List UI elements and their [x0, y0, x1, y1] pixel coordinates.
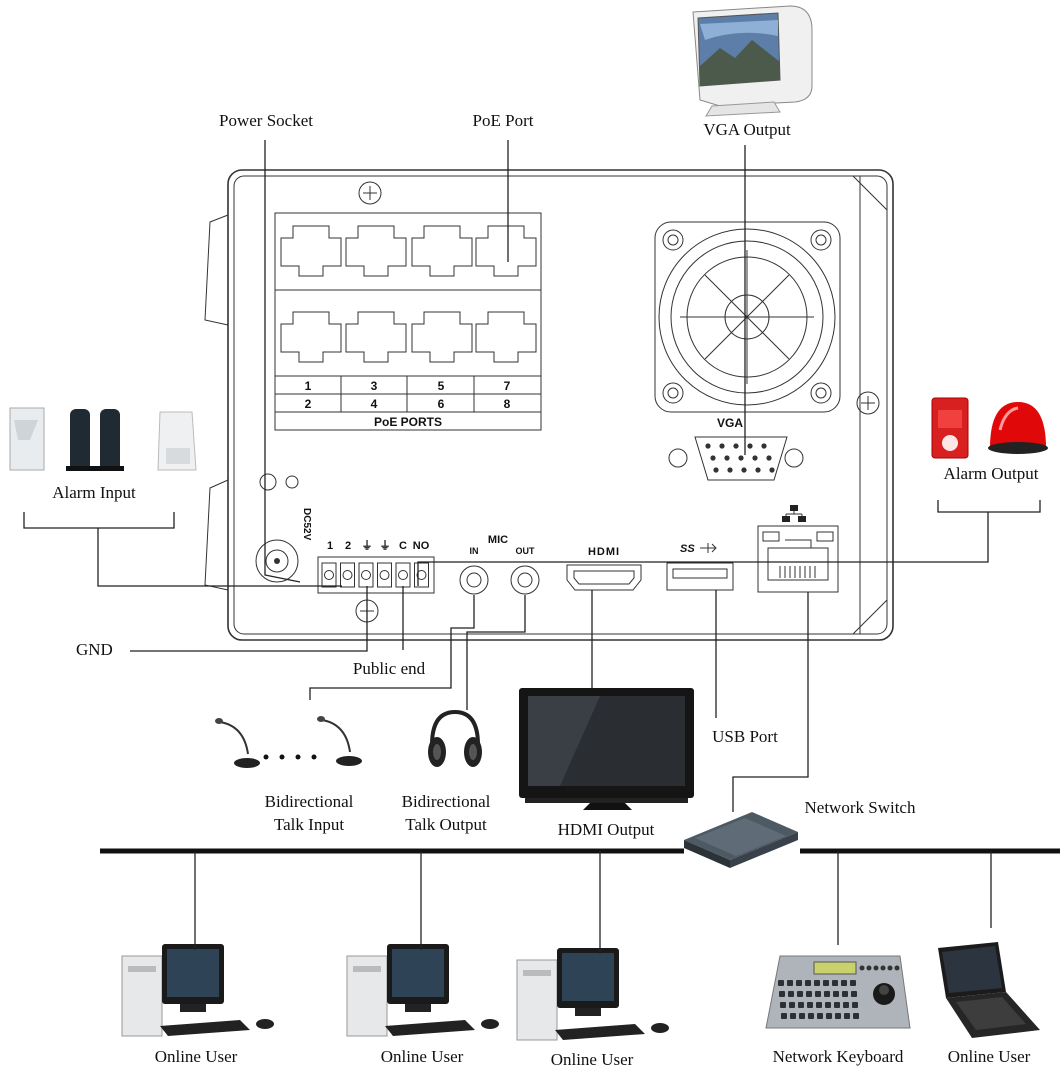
label-power-socket: Power Socket — [219, 111, 313, 130]
label-talk-input-line2: Talk Input — [274, 815, 344, 834]
label-network-switch: Network Switch — [805, 798, 916, 817]
poe-number-5: 5 — [438, 379, 445, 393]
rj45-jack-icon — [280, 225, 342, 277]
network-keyboard-icon — [765, 955, 911, 1029]
label-vga-output: VGA Output — [703, 120, 791, 139]
mic-label: MIC — [488, 534, 508, 546]
terminal-label-c: C — [399, 540, 407, 552]
connection-lines — [23, 140, 1060, 954]
poe-number-3: 3 — [371, 379, 378, 393]
label-public-end: Public end — [353, 659, 426, 678]
usb-panel-label: SS — [680, 543, 695, 555]
online-user-pc-2-icon — [346, 944, 499, 1037]
rj45-jack-icon — [345, 225, 407, 277]
vga-monitor-icon — [692, 5, 813, 117]
alarm-terminal-block: 1 2 ⏚ ⏚ C NO — [317, 539, 435, 594]
online-user-pc-1-icon — [121, 944, 274, 1037]
screw-right-icon — [856, 391, 880, 415]
network-switch-icon — [684, 812, 798, 868]
poe-number-7: 7 — [504, 379, 511, 393]
label-talk-input-line1: Bidirectional — [265, 792, 354, 811]
label-usb-port: USB Port — [712, 727, 778, 746]
poe-number-4: 4 — [371, 397, 378, 411]
online-user-pc-3-icon — [516, 948, 669, 1041]
device-rear-panel: 1 3 5 7 2 4 6 8 PoE PORTS VGA — [204, 169, 894, 641]
label-online-user-1: Online User — [155, 1047, 238, 1066]
label-online-user-2: Online User — [381, 1047, 464, 1066]
hdmi-port: HDMI — [566, 546, 642, 591]
rj45-jack-icon — [411, 311, 473, 363]
usb-port: SS — [666, 543, 734, 591]
vga-panel-label: VGA — [717, 416, 743, 430]
label-hdmi-output: HDMI Output — [558, 820, 655, 839]
terminal-label-gnd-2: ⏚ — [380, 539, 391, 552]
alarm-output-siren-icon — [931, 397, 1048, 459]
poe-number-2: 2 — [305, 397, 312, 411]
terminal-label-1: 1 — [327, 540, 333, 552]
rj45-jack-icon — [411, 225, 473, 277]
label-online-user-4: Online User — [948, 1047, 1031, 1066]
rj45-jack-icon — [475, 225, 537, 277]
headphones-output-icon — [428, 709, 482, 767]
alarm-input-sensors-icon — [9, 407, 197, 471]
label-talk-output-line2: Talk Output — [405, 815, 487, 834]
terminal-label-gnd-1: ⏚ — [362, 539, 373, 552]
label-online-user-3: Online User — [551, 1050, 634, 1069]
mic-out-label: OUT — [516, 546, 536, 556]
label-talk-output-line1: Bidirectional — [402, 792, 491, 811]
label-gnd: GND — [76, 640, 113, 659]
poe-ports-label: PoE PORTS — [374, 415, 442, 429]
mic-ports: MIC IN OUT — [459, 534, 540, 595]
poe-number-1: 1 — [305, 379, 312, 393]
poe-number-6: 6 — [438, 397, 445, 411]
rj45-jack-icon — [345, 311, 407, 363]
label-alarm-output: Alarm Output — [944, 464, 1039, 483]
callout-labels: Power Socket PoE Port VGA Output Alarm I… — [52, 111, 1039, 1069]
rj45-jack-icon — [280, 311, 342, 363]
poe-port-block: 1 3 5 7 2 4 6 8 PoE PORTS — [274, 212, 542, 431]
cooling-fan-icon — [654, 221, 841, 413]
rj45-jack-icon — [475, 311, 537, 363]
lan-port — [757, 505, 839, 593]
screw-top-icon — [358, 181, 382, 205]
label-network-keyboard: Network Keyboard — [773, 1047, 904, 1066]
vga-port: VGA — [668, 416, 804, 481]
microphone-input-icon — [215, 716, 362, 768]
terminal-label-2: 2 — [345, 540, 351, 552]
online-user-laptop-icon — [938, 942, 1040, 1038]
dc-voltage-label: DC52V — [301, 508, 312, 541]
hdmi-tv-icon — [519, 688, 694, 810]
label-alarm-input: Alarm Input — [52, 483, 136, 502]
network-icon — [782, 505, 806, 522]
mic-in-label: IN — [470, 546, 479, 556]
power-socket-port: DC52V — [255, 473, 312, 583]
poe-number-8: 8 — [504, 397, 511, 411]
hdmi-panel-label: HDMI — [588, 546, 620, 558]
label-poe-port: PoE Port — [473, 111, 534, 130]
terminal-label-no: NO — [413, 540, 430, 552]
